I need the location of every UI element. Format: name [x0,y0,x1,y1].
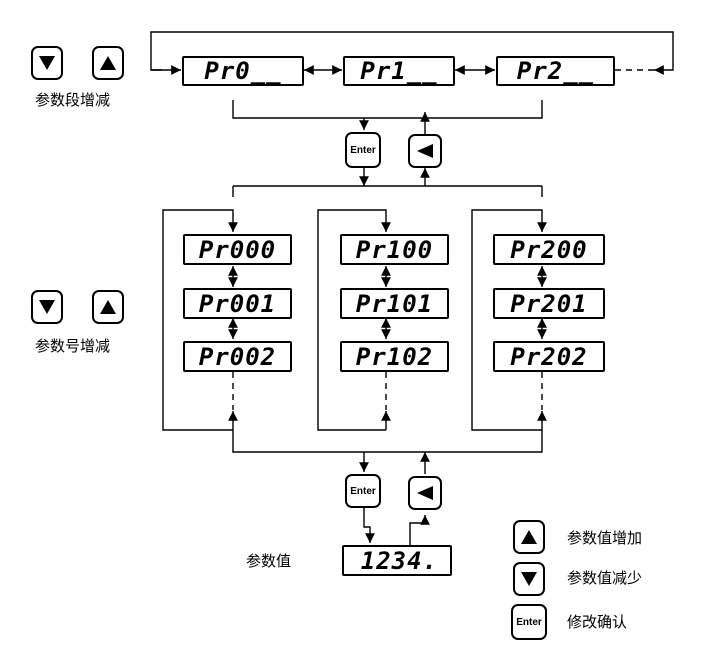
section-step-label: 参数段增减 [35,91,111,109]
param-display-pr202: Pr202 [493,341,605,372]
back-key-upper[interactable] [408,134,442,168]
back-key-lower[interactable] [408,476,442,510]
param-display-pr102: Pr102 [340,341,449,372]
enter-key-label: Enter [350,144,376,156]
enter-key-lower[interactable]: Enter [345,474,381,508]
column-loop-1 [162,209,238,431]
down-triangle-icon [39,56,55,70]
left-triangle-icon [417,144,433,158]
legend-enter-key: Enter [511,604,547,640]
section-display-1: Pr1__ [343,56,455,86]
down-triangle-icon [521,572,537,586]
param-display-pr101: Pr101 [340,288,449,319]
section-display-0: Pr0__ [182,56,304,86]
up-key-section[interactable] [92,46,124,80]
param-display-pr002: Pr002 [183,341,292,372]
enter-key-label: Enter [350,485,376,497]
section-bracket [232,100,543,119]
param-display-pr001: Pr001 [183,288,292,319]
left-triangle-icon [417,486,433,500]
up-key-number[interactable] [92,290,124,324]
up-triangle-icon [521,530,537,544]
param-display-pr201: Pr201 [493,288,605,319]
up-triangle-icon [100,300,116,314]
enter-key-label: Enter [516,616,542,628]
param-display-pr100: Pr100 [340,234,449,265]
column-loop-2 [317,209,391,431]
param-display-pr000: Pr000 [183,234,292,265]
down-key-section[interactable] [31,46,63,80]
parameter-bracket [232,430,543,453]
legend-confirm-label: 修改确认 [567,613,628,631]
down-key-number[interactable] [31,290,63,324]
legend-decrease-label: 参数值减少 [567,569,643,587]
up-triangle-icon [100,56,116,70]
section-display-2: Pr2__ [496,56,615,86]
value-label: 参数值 [246,552,292,570]
enter-key-upper[interactable]: Enter [345,132,381,168]
param-display-pr200: Pr200 [493,234,605,265]
legend-increase-label: 参数值增加 [567,529,643,547]
down-triangle-icon [39,300,55,314]
legend-down-key [513,562,545,596]
value-display: 1234. [342,545,452,576]
column-loop-3 [471,209,547,431]
legend-up-key [513,520,545,554]
number-step-label: 参数号增减 [35,337,111,355]
